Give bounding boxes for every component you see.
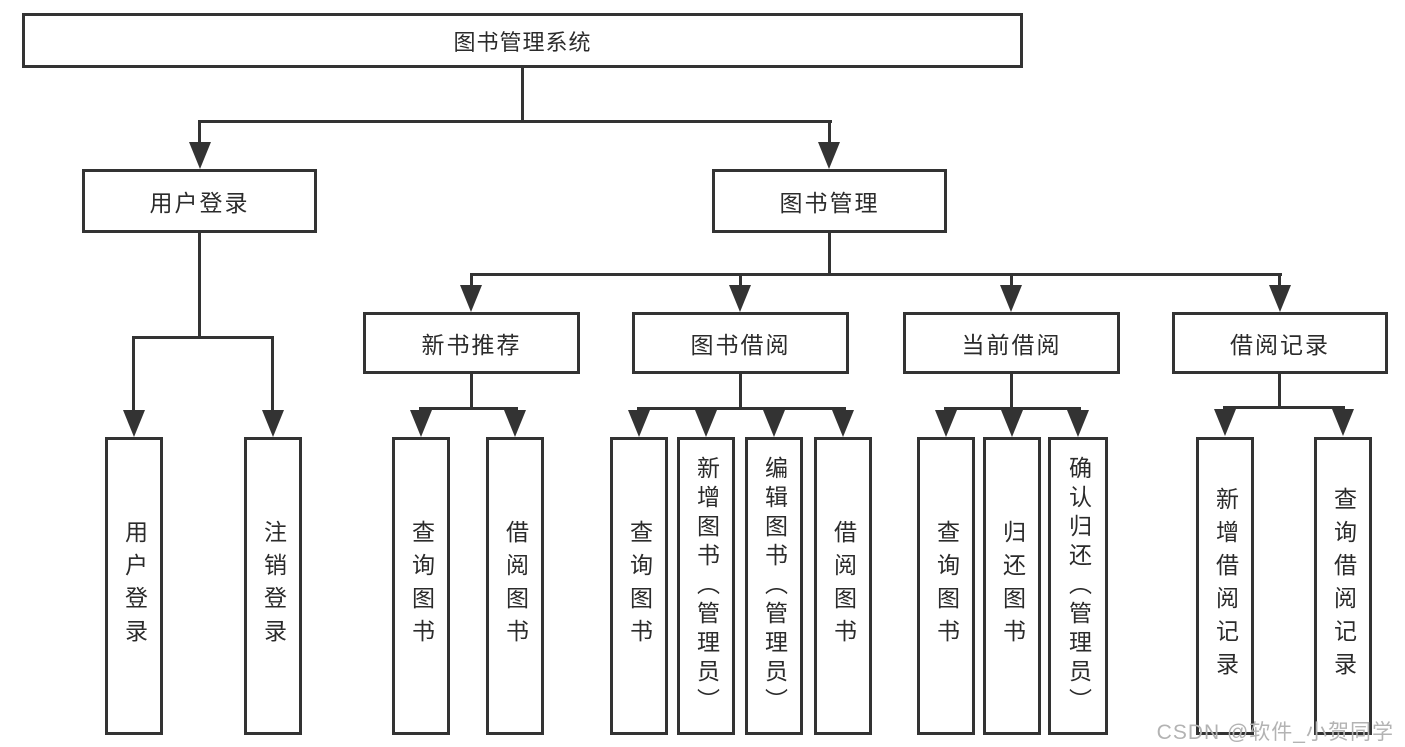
arrowhead-down-icon	[1214, 409, 1236, 436]
leaf-query-books-3: 查询图书	[917, 437, 975, 735]
leaf-confirm-return-admin-label: 确认归还（管理员）	[1065, 455, 1092, 717]
leaf-query-books-2: 查询图书	[610, 437, 668, 735]
connector-newbooks-hline	[419, 407, 518, 410]
node-borrow-records: 借阅记录	[1172, 312, 1388, 374]
leaf-logout-label: 注销登录	[260, 520, 287, 652]
connector-bookmgmt-stub-1	[470, 275, 473, 287]
node-new-books-label: 新书推荐	[421, 332, 522, 358]
connector-root-hline	[198, 120, 832, 123]
node-root: 图书管理系统	[22, 13, 1023, 68]
connector-root-stub-right	[828, 122, 831, 146]
arrowhead-down-icon	[262, 410, 284, 437]
leaf-user-login: 用户登录	[105, 437, 163, 735]
connector-bookborrow-vline	[739, 374, 742, 410]
arrowhead-down-icon	[1332, 409, 1354, 436]
leaf-query-books-2-label: 查询图书	[626, 520, 653, 652]
node-book-management-label: 图书管理	[779, 190, 880, 216]
arrowhead-down-icon	[1001, 410, 1023, 437]
leaf-query-borrow-record: 查询借阅记录	[1314, 437, 1372, 735]
leaf-edit-books-admin-label: 编辑图书（管理员）	[761, 455, 788, 717]
arrowhead-down-icon	[935, 410, 957, 437]
connector-bookmgmt-stub-3	[1010, 275, 1013, 287]
connector-newbooks-vline	[470, 374, 473, 410]
connector-bookmgmt-stub-2	[739, 275, 742, 287]
connector-userlogin-vline	[198, 233, 201, 339]
arrowhead-down-icon	[628, 410, 650, 437]
connector-userlogin-stub-1	[132, 338, 135, 412]
connector-bookborrow-hline	[637, 407, 846, 410]
leaf-add-books-admin: 新增图书（管理员）	[677, 437, 735, 735]
arrowhead-down-icon	[410, 410, 432, 437]
arrowhead-down-icon	[1269, 285, 1291, 312]
connector-bookmgmt-hline	[470, 273, 1282, 276]
leaf-add-books-admin-label: 新增图书（管理员）	[693, 455, 720, 717]
leaf-edit-books-admin: 编辑图书（管理员）	[745, 437, 803, 735]
arrowhead-down-icon	[695, 410, 717, 437]
connector-root-vline	[521, 68, 524, 123]
arrowhead-down-icon	[123, 410, 145, 437]
connector-currentborrow-hline	[944, 407, 1081, 410]
connector-userlogin-hline	[132, 336, 274, 339]
leaf-confirm-return-admin: 确认归还（管理员）	[1048, 437, 1108, 735]
arrowhead-down-icon	[504, 410, 526, 437]
node-user-login-label: 用户登录	[149, 190, 250, 216]
node-book-borrow-label: 图书借阅	[690, 332, 791, 358]
leaf-query-borrow-record-label: 查询借阅记录	[1330, 487, 1357, 685]
leaf-query-books-3-label: 查询图书	[933, 520, 960, 652]
watermark-text: CSDN @软件_小贺同学	[1156, 721, 1394, 744]
arrowhead-down-icon	[729, 285, 751, 312]
arrowhead-down-icon	[460, 285, 482, 312]
leaf-logout: 注销登录	[244, 437, 302, 735]
connector-bookmgmt-vline	[828, 233, 831, 276]
arrowhead-down-icon	[1067, 410, 1089, 437]
arrowhead-down-icon	[1000, 285, 1022, 312]
node-book-management: 图书管理	[712, 169, 947, 233]
arrowhead-down-icon	[763, 410, 785, 437]
leaf-add-borrow-record: 新增借阅记录	[1196, 437, 1254, 735]
leaf-query-books-1: 查询图书	[392, 437, 450, 735]
leaf-borrow-books-2-label: 借阅图书	[830, 520, 857, 652]
node-current-borrow: 当前借阅	[903, 312, 1120, 374]
node-root-label: 图书管理系统	[453, 29, 592, 55]
node-user-login: 用户登录	[82, 169, 317, 233]
leaf-query-books-1-label: 查询图书	[408, 520, 435, 652]
leaf-borrow-books-1: 借阅图书	[486, 437, 544, 735]
leaf-add-borrow-record-label: 新增借阅记录	[1212, 487, 1239, 685]
leaf-borrow-books-1-label: 借阅图书	[502, 520, 529, 652]
arrowhead-down-icon	[832, 410, 854, 437]
node-borrow-records-label: 借阅记录	[1230, 332, 1330, 358]
connector-currentborrow-vline	[1010, 374, 1013, 410]
leaf-user-login-label: 用户登录	[121, 520, 148, 652]
leaf-return-books-label: 归还图书	[999, 520, 1026, 652]
node-current-borrow-label: 当前借阅	[961, 332, 1062, 358]
arrowhead-down-icon	[818, 142, 840, 169]
connector-borrowrecords-hline	[1223, 406, 1345, 409]
connector-bookmgmt-stub-4	[1278, 275, 1281, 287]
node-book-borrow: 图书借阅	[632, 312, 849, 374]
connector-root-stub-left	[198, 122, 201, 146]
leaf-borrow-books-2: 借阅图书	[814, 437, 872, 735]
connector-userlogin-stub-2	[271, 338, 274, 412]
connector-borrowrecords-vline	[1278, 374, 1281, 409]
leaf-return-books: 归还图书	[983, 437, 1041, 735]
node-new-books: 新书推荐	[363, 312, 580, 374]
arrowhead-down-icon	[189, 142, 211, 169]
